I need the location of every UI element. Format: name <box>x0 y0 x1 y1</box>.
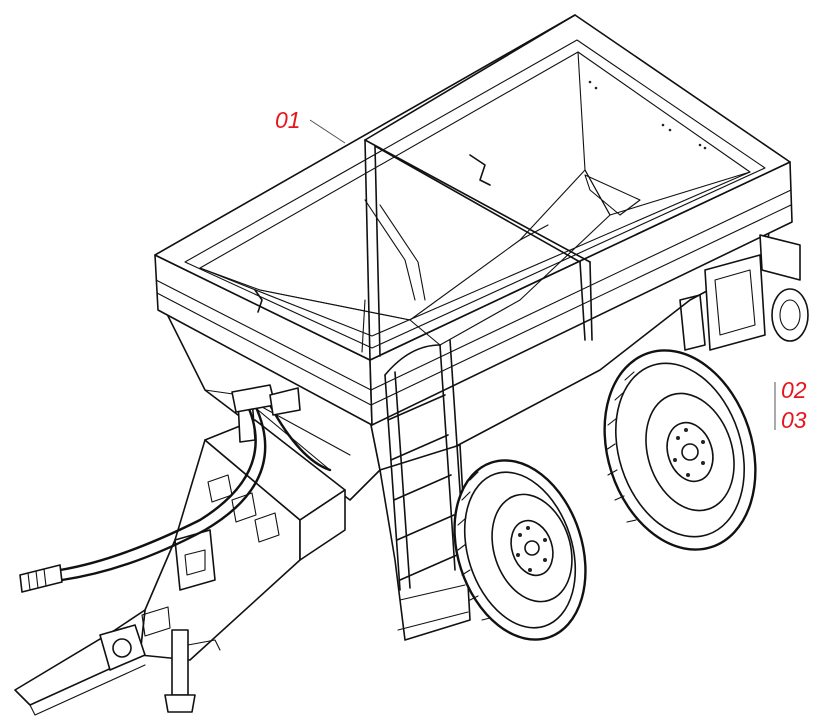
callout-01: 01 <box>275 107 346 144</box>
hopper-interior <box>184 39 766 349</box>
rear-wheel <box>603 349 757 551</box>
drive-gearbox <box>679 234 809 351</box>
hydraulic-hoses <box>19 384 332 593</box>
callout-02-03: 02 03 <box>774 377 807 433</box>
callout-02-label: 02 <box>781 377 807 403</box>
hopper-walls <box>154 14 793 426</box>
tongue-hitch <box>14 397 346 716</box>
extension-frame <box>361 14 593 361</box>
front-wheel <box>453 459 587 641</box>
callout-03-label: 03 <box>781 407 807 433</box>
callout-01-label: 01 <box>275 107 301 133</box>
